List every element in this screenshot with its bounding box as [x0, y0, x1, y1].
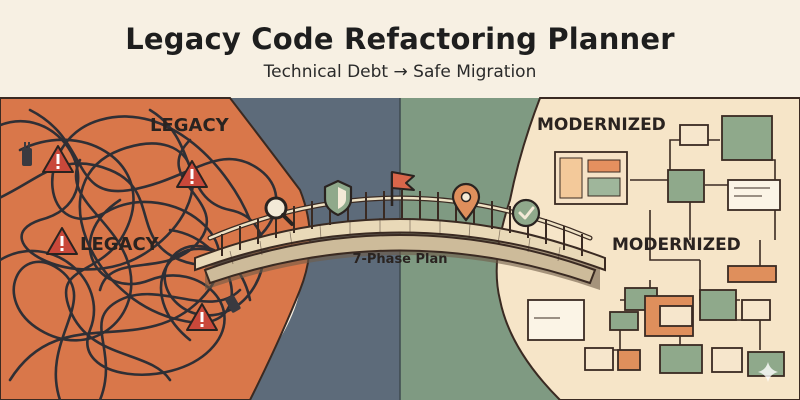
page-subtitle: Technical Debt → Safe Migration [263, 62, 537, 82]
module-box [727, 265, 777, 283]
page-title: Legacy Code Refactoring Planner [125, 22, 675, 56]
module-box [584, 347, 614, 371]
module-box [699, 289, 737, 321]
module-box [617, 349, 641, 371]
module-box [659, 344, 703, 374]
cable-plug-icon [22, 142, 32, 166]
bridge: 7-Phase Plan [194, 190, 606, 290]
flag-icon [390, 171, 415, 206]
warning-icon [176, 160, 208, 188]
legacy-label-top: LEGACY [150, 115, 230, 136]
module-box [679, 124, 709, 146]
checkmark-icon [511, 198, 541, 228]
bridge-arch [203, 234, 597, 285]
module-panel [559, 157, 583, 199]
module-box [609, 311, 639, 331]
module-grid [527, 115, 785, 377]
module-panel [587, 159, 621, 173]
module-panel [659, 305, 693, 327]
magnifier-icon [264, 196, 294, 226]
module-box [711, 347, 743, 373]
legacy-badge-label: LEGACY [80, 234, 160, 255]
module-panel [587, 177, 621, 197]
modernized-label-middle: MODERNIZED [612, 235, 741, 255]
bridge-deck [194, 218, 606, 272]
module-box [727, 179, 781, 211]
warning-icon [186, 303, 218, 331]
warning-icon [42, 145, 74, 173]
shield-icon [323, 179, 353, 217]
sparkle-icon [758, 362, 778, 382]
modernized-label-top: MODERNIZED [537, 115, 666, 135]
bridge-label: 7-Phase Plan [352, 252, 447, 267]
river-left [200, 98, 400, 400]
module-box [667, 169, 705, 203]
location-pin-icon [451, 182, 481, 222]
cable-plug-icon [225, 295, 241, 313]
module-box [527, 299, 585, 341]
module-box [721, 115, 773, 161]
module-box [741, 299, 771, 321]
warning-icon [46, 227, 78, 255]
